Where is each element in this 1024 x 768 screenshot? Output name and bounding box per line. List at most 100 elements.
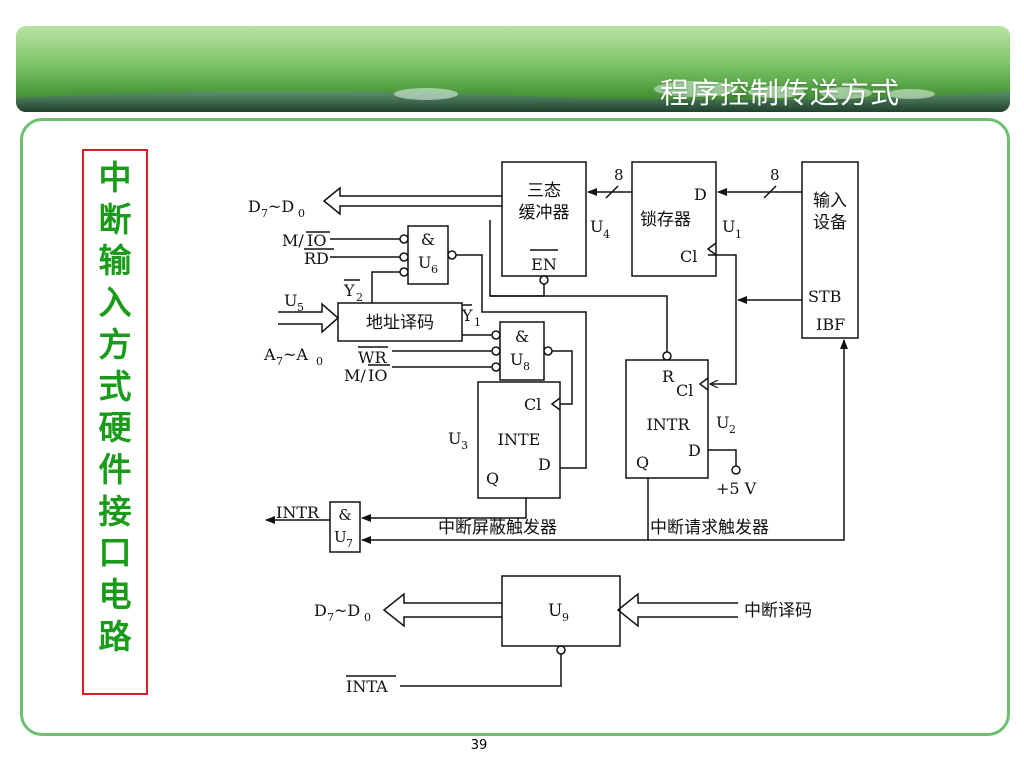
latch-label: 锁存器	[640, 210, 691, 230]
side-title-char: 方	[98, 324, 132, 364]
u8-id: U	[510, 350, 523, 369]
u7-sub: 7	[346, 537, 353, 550]
u9-inta-bubble	[556, 645, 566, 655]
signal-u5: U	[284, 291, 297, 310]
latch-clock-marker	[706, 242, 717, 256]
signal-io-1: IO	[307, 231, 326, 250]
title-banner: 程序控制传送方式	[16, 26, 1010, 112]
side-title-char: 断	[98, 199, 132, 239]
data-bus-top-d: D	[248, 197, 261, 216]
wire-plus5v	[708, 449, 737, 466]
wire-inte-q-to-u7	[361, 498, 527, 522]
signal-mio-1: M/	[282, 231, 304, 250]
latch-id-sub: 1	[735, 228, 742, 241]
device-label-2: 设备	[813, 213, 847, 233]
u6-inverter-2	[399, 252, 409, 262]
u9-id: U	[548, 601, 562, 621]
plus5v-terminal	[731, 465, 741, 475]
address-decoder-box	[337, 302, 463, 342]
decoder-label: 地址译码	[366, 313, 434, 333]
addr-bus-a: A	[263, 345, 276, 364]
signal-inta: INTA	[346, 677, 388, 696]
latch-u1	[631, 161, 717, 277]
data-bus-bottom-sub1: 7	[327, 611, 334, 624]
bus-width-2: 8	[614, 166, 624, 184]
wire-latch-cl	[708, 254, 737, 384]
inte-id: U	[448, 429, 461, 448]
intr-id: U	[716, 413, 729, 432]
wire-inta	[400, 654, 562, 687]
page-number: 39	[470, 738, 488, 753]
slide-title: 程序控制传送方式	[659, 76, 900, 110]
wire-buffer-en	[490, 284, 545, 297]
inte-flipflop-u3	[477, 381, 561, 499]
u7-id: U	[334, 528, 347, 546]
buffer-label-2: 缓冲器	[519, 203, 570, 223]
plus5v-label: +5 V	[716, 479, 757, 498]
inte-sub: 3	[461, 439, 468, 452]
intr-d: D	[688, 441, 701, 460]
buffer-id: U	[590, 217, 603, 236]
side-title-char: 件	[98, 449, 132, 489]
inte-d: D	[538, 455, 551, 474]
signal-y2-sub: 2	[356, 291, 363, 304]
u8-output-bubble	[543, 346, 553, 356]
banner-background	[16, 26, 1010, 112]
device-label-1: 输入	[813, 191, 847, 211]
data-bus-top-sub1: 7	[261, 207, 268, 220]
intr-output-label: INTR	[276, 503, 320, 522]
u6-id: U	[418, 253, 431, 272]
side-title-char: 式	[98, 366, 132, 406]
side-title-box: 中断输入方式硬件接口电路	[82, 149, 148, 695]
wire-intr-reset	[489, 220, 668, 352]
signal-y1: Y	[461, 306, 473, 325]
gate-u7	[329, 501, 361, 553]
u6-op: &	[421, 230, 435, 249]
side-title-char: 接	[98, 491, 132, 531]
latch-cl-label: Cl	[680, 247, 697, 266]
side-title-char: 路	[98, 616, 132, 656]
side-title-char: 硬	[98, 408, 132, 448]
side-title-char: 口	[98, 533, 132, 573]
side-title-char: 电	[98, 575, 132, 615]
input-device-box	[801, 161, 859, 339]
content-frame	[20, 118, 1010, 736]
bus-width-1: 8	[770, 166, 780, 184]
u8-inverter-2	[491, 346, 501, 356]
inte-q: Q	[486, 469, 499, 488]
addr-bus-sub2: 0	[316, 355, 323, 368]
intr-q: Q	[636, 453, 649, 472]
device-stb-label: STB	[808, 287, 841, 306]
side-title-char: 入	[98, 283, 132, 323]
side-title-char: 输	[98, 241, 132, 281]
u8-sub: 8	[523, 360, 530, 373]
wire-u6-to-inte-d	[456, 254, 587, 469]
u8-inverter-3	[491, 362, 501, 372]
addr-bus-sub1: 7	[276, 355, 283, 368]
u9-sub: 9	[562, 611, 569, 624]
u6-sub: 6	[431, 263, 438, 276]
addr-bus-tilde: ~A	[283, 345, 308, 364]
signal-y1-sub: 1	[474, 316, 481, 329]
signal-y2: Y	[343, 281, 355, 300]
u7-op: &	[338, 506, 351, 524]
signal-u5-sub: 5	[297, 301, 304, 314]
side-title-char: 中	[98, 158, 132, 197]
latch-id: U	[722, 217, 735, 236]
intr-clock-marker	[698, 377, 709, 391]
mask-ff-label: 中断屏蔽触发器	[438, 518, 557, 538]
side-title-text: 中断输入方式硬件接口电路	[84, 157, 146, 657]
vector-decode-arrow	[616, 592, 738, 628]
intr-r: R	[662, 367, 675, 386]
data-bus-top-sub2: 0	[298, 207, 305, 220]
data-bus-bottom-arrow	[382, 592, 502, 628]
data-bus-bottom-sub2: 0	[364, 611, 371, 624]
wire-u8-to-inte-cl	[552, 350, 573, 405]
data-bus-top-tilde: ~D	[268, 197, 294, 216]
wire-to-ibf	[648, 339, 848, 541]
u6-inverter-3	[399, 267, 409, 277]
inte-cl: Cl	[524, 395, 541, 414]
intr-name: INTR	[646, 415, 690, 434]
intr-cl: Cl	[676, 381, 693, 400]
